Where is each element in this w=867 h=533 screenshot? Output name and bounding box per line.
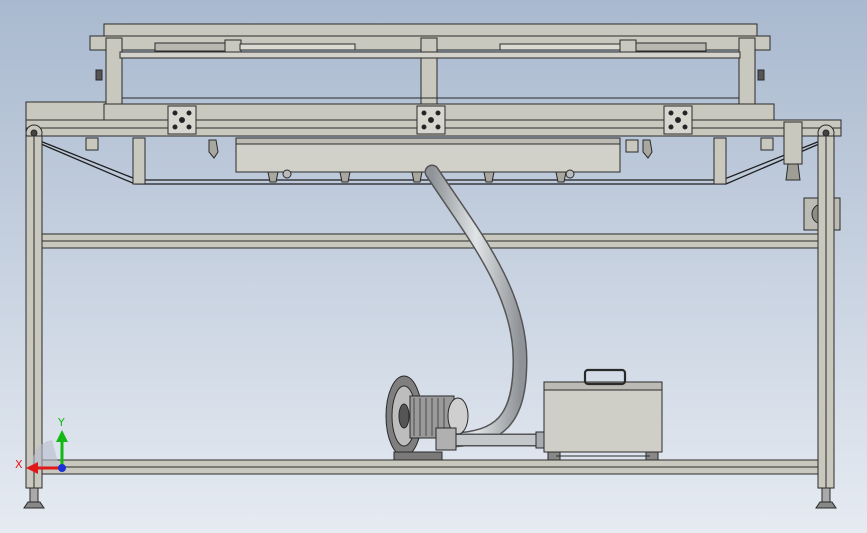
knob-right bbox=[757, 69, 765, 81]
vacuum-blower[interactable] bbox=[385, 375, 469, 461]
z-axis-dot bbox=[58, 464, 66, 472]
flange-plate-left[interactable] bbox=[167, 105, 197, 135]
cylinder-left[interactable] bbox=[154, 42, 226, 52]
cylinder-right-end bbox=[619, 39, 637, 53]
small-block-mid-right bbox=[625, 139, 639, 153]
foot-right-pad[interactable] bbox=[815, 501, 837, 509]
axis-triad[interactable]: Y X bbox=[15, 416, 68, 474]
triad-plane bbox=[32, 440, 60, 470]
control-box[interactable] bbox=[543, 368, 663, 461]
foot-left-stem bbox=[29, 487, 39, 503]
right-actuator[interactable] bbox=[783, 121, 803, 165]
flange-plate-center[interactable] bbox=[416, 105, 446, 135]
knob-left bbox=[95, 69, 103, 81]
x-axis-head bbox=[26, 462, 38, 474]
nozzle-left bbox=[208, 139, 219, 159]
hanger-bracket-right[interactable] bbox=[713, 137, 727, 185]
nozzle-right bbox=[642, 139, 653, 159]
cylinder-left-end bbox=[224, 39, 242, 53]
table-left-extension[interactable] bbox=[25, 101, 107, 123]
small-block-right bbox=[760, 137, 774, 151]
y-axis-label: Y bbox=[57, 416, 65, 429]
upper-frame-inner-bar bbox=[119, 51, 741, 59]
upper-frame-post-left[interactable] bbox=[105, 37, 123, 105]
pulley-right-hub bbox=[822, 129, 830, 137]
cylinder-right-rod bbox=[499, 43, 621, 51]
x-axis-label: X bbox=[15, 458, 23, 471]
upper-frame-post-center[interactable] bbox=[420, 37, 438, 105]
foot-right-stem bbox=[821, 487, 831, 503]
cylinder-left-rod bbox=[239, 43, 356, 51]
upper-frame-post-right[interactable] bbox=[738, 37, 756, 105]
right-actuator-foot bbox=[785, 163, 801, 181]
y-axis-head bbox=[56, 430, 68, 442]
cylinder-right[interactable] bbox=[635, 42, 707, 52]
small-block-left bbox=[85, 137, 99, 151]
pulley-left-hub bbox=[30, 129, 38, 137]
upper-frame[interactable] bbox=[89, 23, 771, 105]
machine-assembly[interactable] bbox=[23, 23, 842, 509]
hanger-bracket-left[interactable] bbox=[132, 137, 146, 185]
foot-left-pad[interactable] bbox=[23, 501, 45, 509]
work-table[interactable] bbox=[25, 101, 842, 142]
flange-plate-right[interactable] bbox=[663, 105, 693, 135]
control-box-handle[interactable] bbox=[583, 368, 627, 386]
